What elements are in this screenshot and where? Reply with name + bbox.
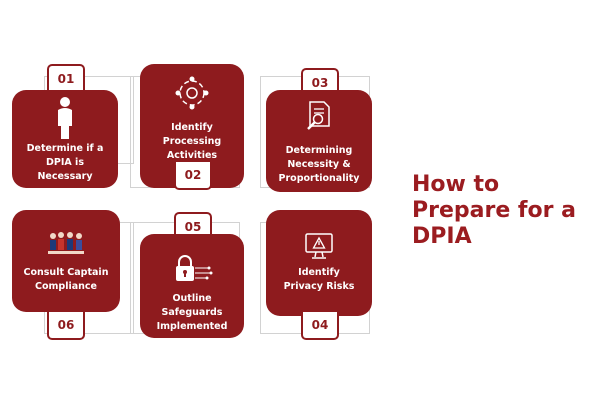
step-04-number: 04 (301, 312, 339, 340)
monitor-warning-icon (304, 232, 334, 260)
step-03-label: Determining Necessity & Proportionality (270, 144, 368, 186)
step-06-number: 06 (47, 312, 85, 340)
step-05-label: Outline Safeguards Implemented (144, 292, 240, 334)
step-03-card: Determining Necessity & Proportionality (266, 90, 372, 192)
captain-compliance-logo (46, 230, 86, 256)
document-magnifier-icon (304, 100, 334, 130)
step-01-card: Determine if a DPIA is Necessary (12, 90, 118, 188)
person-silhouette-icon (55, 96, 75, 140)
step-04-card: Identify Privacy Risks (266, 210, 372, 316)
padlock-circuit-icon (171, 254, 213, 284)
process-cycle-icon (175, 76, 209, 110)
step-05-card: Outline Safeguards Implemented (140, 234, 244, 338)
step-02-label: Identify Processing Activities (144, 121, 240, 163)
step-01-number: 01 (47, 64, 85, 92)
page-title: How to Prepare for a DPIA (412, 172, 576, 250)
step-06-card: Consult Captain Compliance (12, 210, 120, 312)
step-04-label: Identify Privacy Risks (270, 266, 368, 294)
step-02-number: 02 (174, 162, 212, 190)
step-06-label: Consult Captain Compliance (16, 266, 116, 294)
step-01-label: Determine if a DPIA is Necessary (16, 142, 114, 184)
